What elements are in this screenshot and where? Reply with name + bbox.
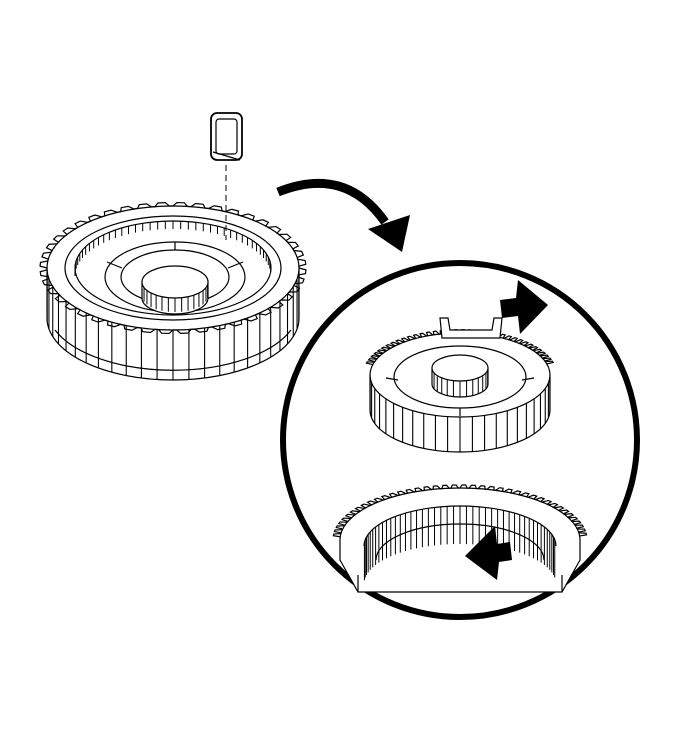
arrow-icon (465, 526, 512, 580)
sleeve-inner-splines (363, 506, 556, 581)
synchronizer-hub (365, 317, 555, 453)
sleeve-teeth (332, 484, 588, 538)
bore-splines (433, 369, 489, 397)
curved-arrow-icon (276, 178, 410, 252)
synchronizer-assembly (39, 201, 307, 381)
gear-teeth-side (46, 271, 300, 380)
hub-teeth-side (369, 377, 551, 452)
synchronizer-sleeve (332, 484, 588, 593)
detail-callout-circle (280, 260, 640, 620)
gear-teeth (39, 201, 307, 335)
inner-splines (74, 221, 272, 276)
synchronizer-key (210, 112, 243, 161)
arrow-icon (500, 280, 548, 334)
bore-splines (143, 284, 209, 312)
